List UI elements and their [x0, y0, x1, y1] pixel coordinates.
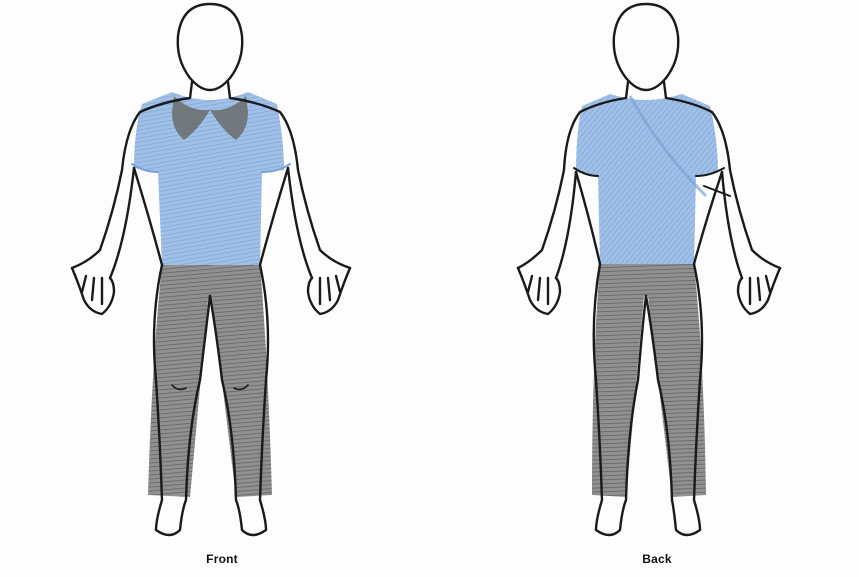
back-body-figure [460, 0, 859, 545]
back-shirt [576, 94, 718, 264]
front-label: Front [162, 552, 282, 566]
front-shirt [134, 92, 284, 265]
back-body-svg [460, 0, 859, 545]
front-body-svg [22, 0, 422, 545]
back-label: Back [597, 552, 717, 566]
front-body-figure [22, 0, 422, 545]
back-pants [592, 264, 706, 497]
